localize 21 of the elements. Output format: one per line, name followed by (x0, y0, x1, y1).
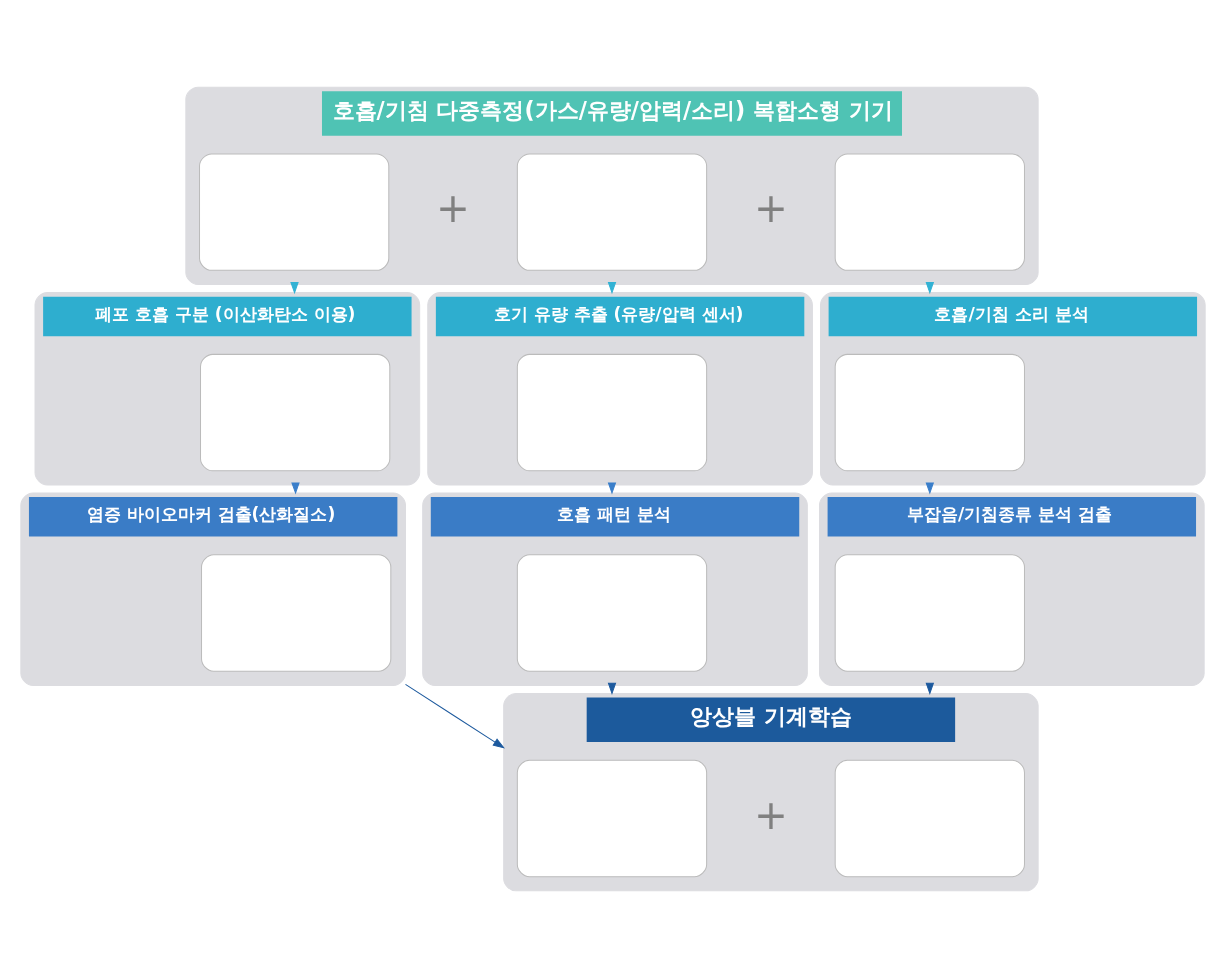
node-box (516, 759, 708, 877)
node-box (834, 759, 1025, 877)
node-box (516, 553, 708, 672)
node-box (834, 152, 1025, 271)
cluster: 염증 바이오마커 검출(산화질소) (20, 492, 406, 686)
node-box (201, 553, 392, 672)
node-box (200, 353, 391, 471)
node-box (516, 353, 708, 471)
label: + (436, 183, 471, 232)
node-box (516, 152, 708, 271)
label: + (753, 183, 788, 232)
node-box (199, 152, 390, 271)
cluster: 호흡/기침 소리 분석 (820, 291, 1206, 485)
label: + (753, 790, 788, 839)
node-box (834, 353, 1025, 471)
cluster: 호기 유량 추출 (유량/압력 센서) (427, 291, 813, 485)
cluster: 부잡음/기침종류 분석 검출 (819, 492, 1205, 686)
arrow (405, 683, 505, 748)
node-box (834, 553, 1025, 672)
cluster: 폐포 호흡 구분 (이산화탄소 이용) (34, 291, 421, 485)
cluster: 호흡 패턴 분석 (422, 492, 808, 686)
